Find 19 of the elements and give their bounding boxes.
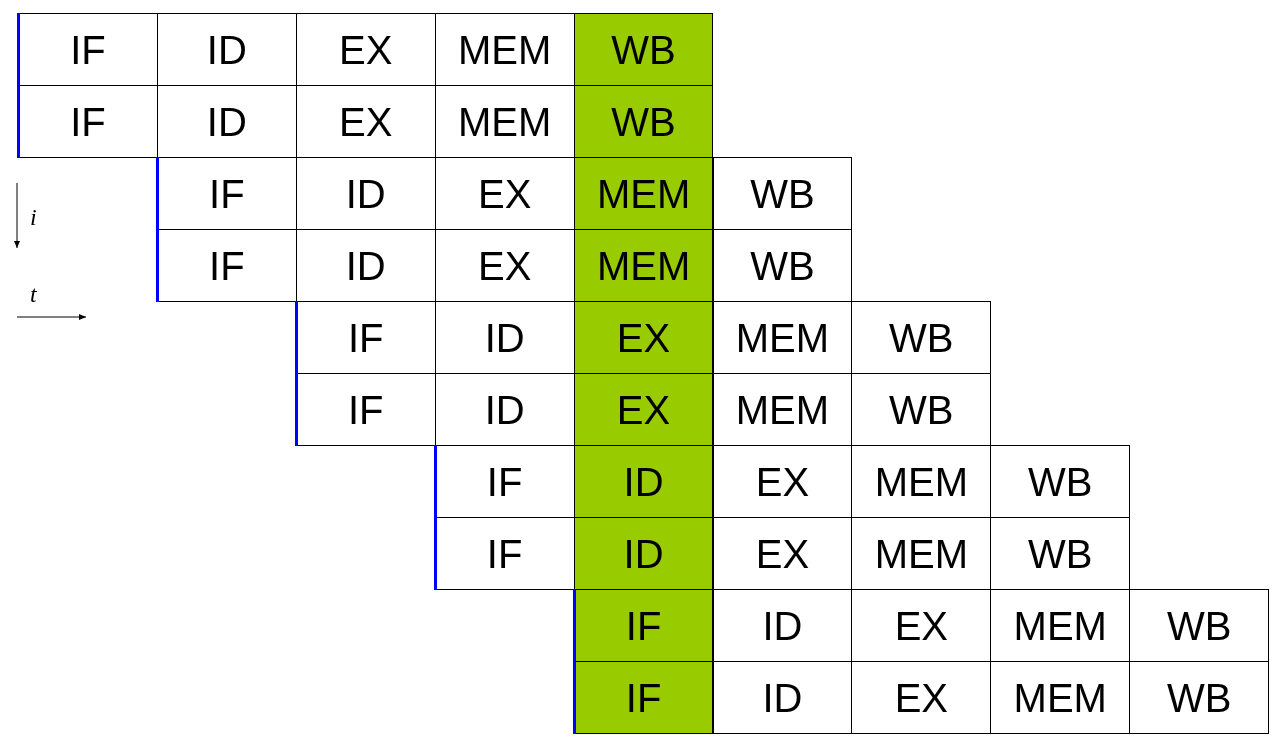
- axis-label: t: [30, 282, 37, 306]
- stage-cell: WB: [573, 85, 714, 158]
- stage-cell: WB: [712, 157, 853, 230]
- stage-cell: WB: [1129, 661, 1270, 734]
- stage-cell: IF: [573, 589, 714, 662]
- axis-label: i: [30, 205, 37, 229]
- stage-cell: EX: [573, 373, 714, 446]
- stage-cell: MEM: [573, 229, 714, 302]
- stage-cell: WB: [990, 445, 1131, 518]
- stage-cell: EX: [573, 301, 714, 374]
- stage-cell: WB: [573, 13, 714, 86]
- stage-cell: WB: [851, 301, 992, 374]
- stage-cell: ID: [573, 517, 714, 590]
- stage-cell: ID: [712, 661, 853, 734]
- stage-cell: ID: [573, 445, 714, 518]
- stage-cell: WB: [712, 229, 853, 302]
- stage-cell: IF: [573, 661, 714, 734]
- stage-cell: MEM: [573, 157, 714, 230]
- stage-cell: WB: [1129, 589, 1270, 662]
